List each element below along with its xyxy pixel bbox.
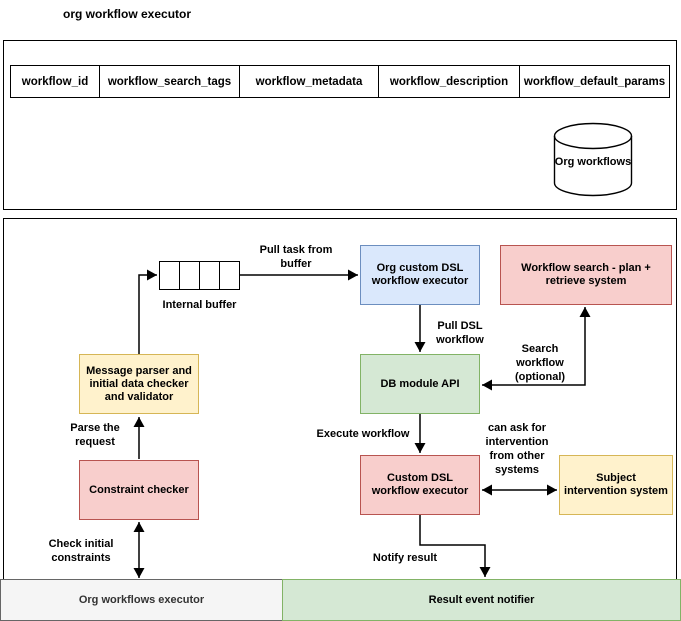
edge-label-search-workflow: Search workflow (optional) [514, 343, 566, 383]
buffer-cell [199, 262, 219, 289]
node-constraint-checker: Constraint checker [79, 460, 199, 520]
node-subject-intervention-system: Subject intervention system [559, 455, 673, 515]
lane-result-event-notifier: Result event notifier [282, 579, 681, 621]
internal-buffer-label: Internal buffer [162, 299, 237, 311]
node-message-parser-validator: Message parser and initial data checker … [79, 354, 199, 414]
buffer-cell [219, 262, 239, 289]
schema-column-workflow-description: workflow_description [379, 65, 520, 98]
node-db-module-api: DB module API [360, 354, 480, 414]
schema-table: workflow_id workflow_search_tags workflo… [10, 65, 670, 98]
edge-label-execute-workflow: Execute workflow [316, 428, 410, 440]
node-custom-dsl-workflow-executor: Custom DSL workflow executor [360, 455, 480, 515]
schema-column-workflow-search-tags: workflow_search_tags [100, 65, 240, 98]
lane-org-workflows-executor-label: Org workflows executor [78, 594, 205, 606]
internal-buffer [159, 261, 240, 290]
schema-column-workflow-default-params: workflow_default_params [520, 65, 670, 98]
database-label: Org workflows [554, 156, 632, 168]
lane-result-event-notifier-label: Result event notifier [428, 594, 535, 606]
node-org-custom-dsl-workflow-executor: Org custom DSL workflow executor [360, 245, 480, 305]
diagram-title: org workflow executor [63, 7, 192, 21]
edge-label-check-constraints: Check initial constraints [48, 538, 114, 564]
edge-label-parse-request: Parse the request [70, 422, 120, 448]
node-workflow-search-plan-retrieve-system: Workflow search - plan + retrieve system [500, 245, 672, 305]
edge-label-can-ask-intervention: can ask for intervention from other syst… [485, 422, 549, 476]
buffer-cell [160, 262, 179, 289]
edge-label-pull-dsl: Pull DSL workflow [436, 320, 484, 346]
edge-label-notify-result: Notify result [372, 552, 438, 564]
schema-column-workflow-metadata: workflow_metadata [240, 65, 379, 98]
schema-column-workflow-id: workflow_id [10, 65, 100, 98]
lane-org-workflows-executor: Org workflows executor [0, 579, 283, 621]
edge-label-pull-task: Pull task from buffer [259, 244, 333, 270]
buffer-cell [179, 262, 199, 289]
database-cylinder-icon [553, 122, 633, 197]
